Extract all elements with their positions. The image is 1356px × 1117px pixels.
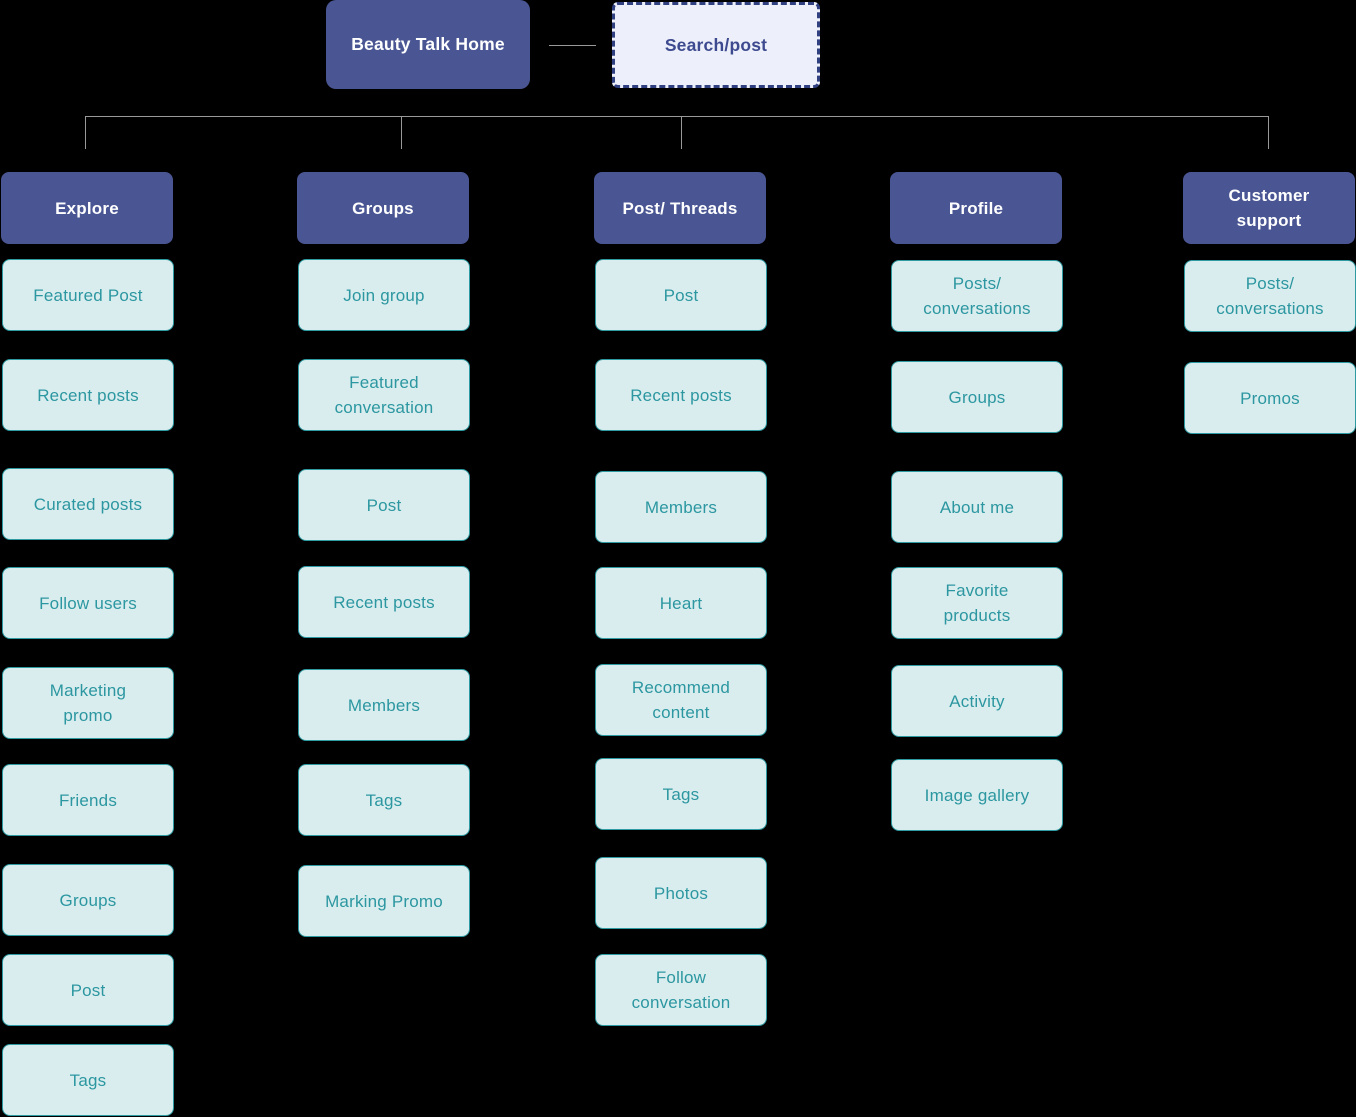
node-posts-conversations: Posts/ conversations bbox=[1184, 260, 1356, 332]
node-marketing-promo: Marketing promo bbox=[2, 667, 174, 739]
node-follow-conversation: Follow conversation bbox=[595, 954, 767, 1026]
search-post-node: Search/post bbox=[612, 2, 820, 88]
node-groups: Groups bbox=[2, 864, 174, 936]
node-about-me: About me bbox=[891, 471, 1063, 543]
node-favorite-products: Favorite products bbox=[891, 567, 1063, 639]
node-tags: Tags bbox=[2, 1044, 174, 1116]
column-header-post-threads: Post/ Threads bbox=[594, 172, 766, 244]
node-post: Post bbox=[2, 954, 174, 1026]
node-curated-posts: Curated posts bbox=[2, 468, 174, 540]
tree-drop-line bbox=[1268, 116, 1269, 149]
home-node: Beauty Talk Home bbox=[326, 0, 530, 89]
node-featured-post: Featured Post bbox=[2, 259, 174, 331]
node-recent-posts: Recent posts bbox=[2, 359, 174, 431]
node-recommend-content: Recommend content bbox=[595, 664, 767, 736]
node-photos: Photos bbox=[595, 857, 767, 929]
node-promos: Promos bbox=[1184, 362, 1356, 434]
node-groups: Groups bbox=[891, 361, 1063, 433]
tree-bar-line bbox=[85, 116, 1269, 117]
node-activity: Activity bbox=[891, 665, 1063, 737]
tree-drop-line bbox=[681, 116, 682, 149]
node-join-group: Join group bbox=[298, 259, 470, 331]
node-members: Members bbox=[595, 471, 767, 543]
node-marking-promo: Marking Promo bbox=[298, 865, 470, 937]
node-post: Post bbox=[595, 259, 767, 331]
node-image-gallery: Image gallery bbox=[891, 759, 1063, 831]
node-tags: Tags bbox=[298, 764, 470, 836]
node-friends: Friends bbox=[2, 764, 174, 836]
node-tags: Tags bbox=[595, 758, 767, 830]
node-members: Members bbox=[298, 669, 470, 741]
node-posts-conversations: Posts/ conversations bbox=[891, 260, 1063, 332]
tree-drop-line bbox=[85, 116, 86, 149]
node-post: Post bbox=[298, 469, 470, 541]
root-search-connector-line bbox=[549, 45, 596, 46]
node-heart: Heart bbox=[595, 567, 767, 639]
node-featured-conversation: Featured conversation bbox=[298, 359, 470, 431]
column-header-customer-support: Customer support bbox=[1183, 172, 1355, 244]
node-follow-users: Follow users bbox=[2, 567, 174, 639]
node-recent-posts: Recent posts bbox=[298, 566, 470, 638]
column-header-profile: Profile bbox=[890, 172, 1062, 244]
tree-drop-line bbox=[401, 116, 402, 149]
node-recent-posts: Recent posts bbox=[595, 359, 767, 431]
column-header-groups: Groups bbox=[297, 172, 469, 244]
column-header-explore: Explore bbox=[1, 172, 173, 244]
